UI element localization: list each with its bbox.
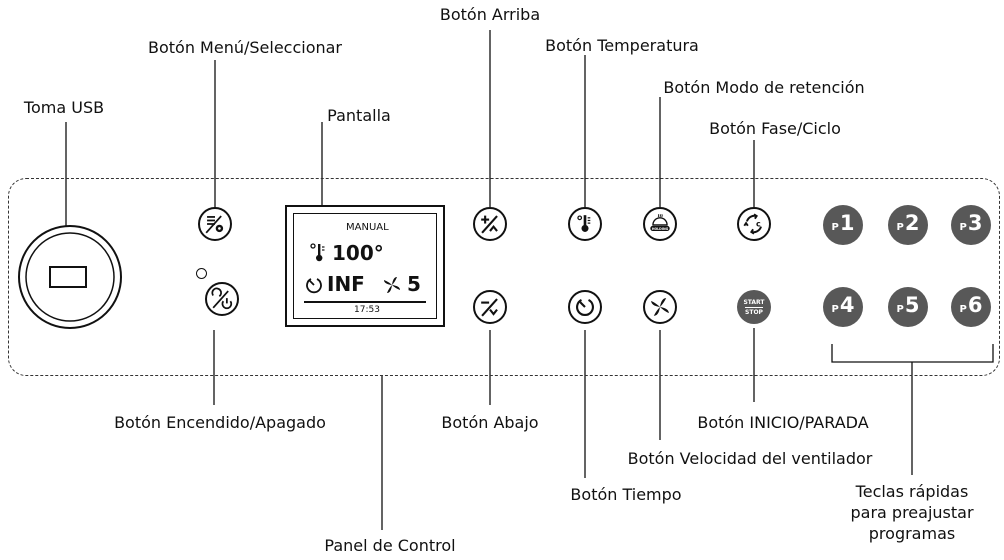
menu-select-button[interactable] <box>198 207 232 241</box>
label-screen: Pantalla <box>327 106 391 125</box>
temperature-button[interactable] <box>568 207 602 241</box>
thermometer-icon <box>310 243 325 262</box>
label-time: Botón Tiempo <box>570 485 682 504</box>
power-icon <box>211 287 233 310</box>
timer-icon <box>306 278 322 294</box>
svg-text:c: c <box>756 220 761 229</box>
cycle-icon: c <box>743 213 762 235</box>
minus-down-icon <box>481 298 498 317</box>
label-menu: Botón Menú/Seleccionar <box>147 38 343 57</box>
plus-up-icon <box>481 215 498 234</box>
display-fan-speed: 5 <box>407 272 421 296</box>
timer-icon <box>576 298 594 316</box>
label-panel: Panel de Control <box>324 536 456 555</box>
label-start-stop: Botón INICIO/PARADA <box>697 413 869 432</box>
phase-cycle-button[interactable]: c <box>737 207 771 241</box>
menu-settings-icon <box>205 215 224 234</box>
display-time: INF <box>327 272 365 296</box>
label-usb: Toma USB <box>23 98 105 117</box>
display-mode: MANUAL <box>346 222 389 233</box>
label-quick-keys: Teclas rápidas para preajustar programas <box>850 482 974 543</box>
fan-icon <box>651 298 669 316</box>
stop-label: STOP <box>745 309 763 316</box>
label-power: Botón Encendido/Apagado <box>114 413 326 432</box>
fan-icon <box>384 277 400 293</box>
holding-mode-button[interactable]: HOLDING <box>643 207 677 241</box>
fan-speed-button[interactable] <box>643 290 677 324</box>
label-up: Botón Arriba <box>439 5 541 24</box>
power-led <box>196 268 207 279</box>
time-button[interactable] <box>568 290 602 324</box>
label-temperature: Botón Temperatura <box>545 36 699 55</box>
up-button[interactable] <box>473 207 507 241</box>
usb-port[interactable] <box>15 222 125 332</box>
label-fan: Botón Velocidad del ventilador <box>627 449 873 468</box>
down-button[interactable] <box>473 290 507 324</box>
thermometer-icon <box>577 215 591 232</box>
holding-icon: HOLDING <box>650 213 670 232</box>
display-temperature: 100° <box>332 241 384 265</box>
display-screen: MANUAL 100° INF 5 17:53 <box>285 205 445 327</box>
label-holding: Botón Modo de retención <box>663 78 865 97</box>
display-divider <box>304 301 426 303</box>
label-phase: Botón Fase/Ciclo <box>709 119 841 138</box>
label-down: Botón Abajo <box>441 413 539 432</box>
control-panel <box>8 178 1000 376</box>
power-button[interactable] <box>205 282 239 316</box>
start-stop-button[interactable]: START STOP <box>737 290 771 324</box>
start-label: START <box>743 299 765 306</box>
display-clock: 17:53 <box>354 305 380 315</box>
holding-button-text: HOLDING <box>652 227 669 231</box>
